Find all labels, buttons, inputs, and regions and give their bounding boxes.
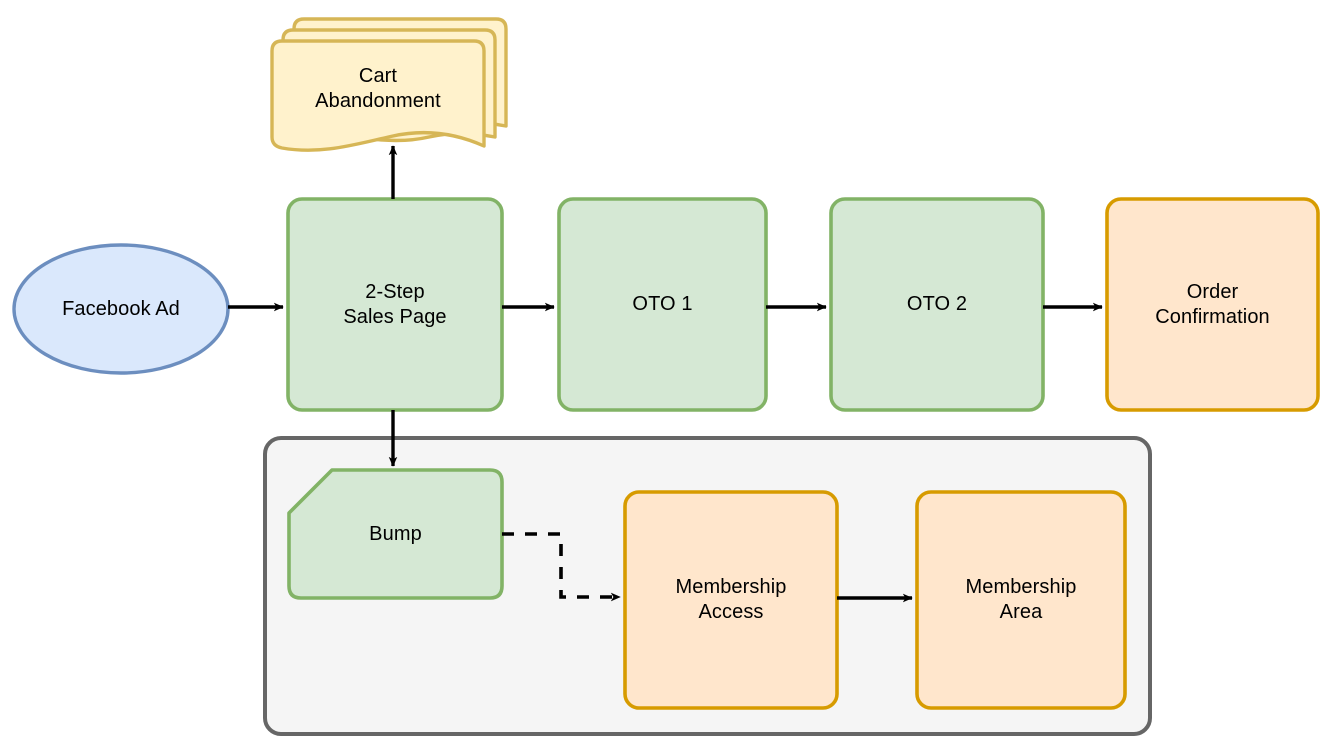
membership-area-shape[interactable] bbox=[915, 490, 1127, 710]
oto-1-shape[interactable] bbox=[557, 197, 768, 412]
oto-2-shape[interactable] bbox=[829, 197, 1045, 412]
bump-shape[interactable] bbox=[287, 468, 504, 600]
cart-abandonment-sheet-front bbox=[270, 39, 486, 152]
two-step-sales-page-shape[interactable] bbox=[286, 197, 504, 412]
facebook-ad-shape[interactable] bbox=[12, 243, 230, 375]
membership-access-shape[interactable] bbox=[623, 490, 839, 710]
edge-bump-to-membership-access bbox=[502, 532, 621, 602]
order-confirmation-shape[interactable] bbox=[1105, 197, 1320, 412]
